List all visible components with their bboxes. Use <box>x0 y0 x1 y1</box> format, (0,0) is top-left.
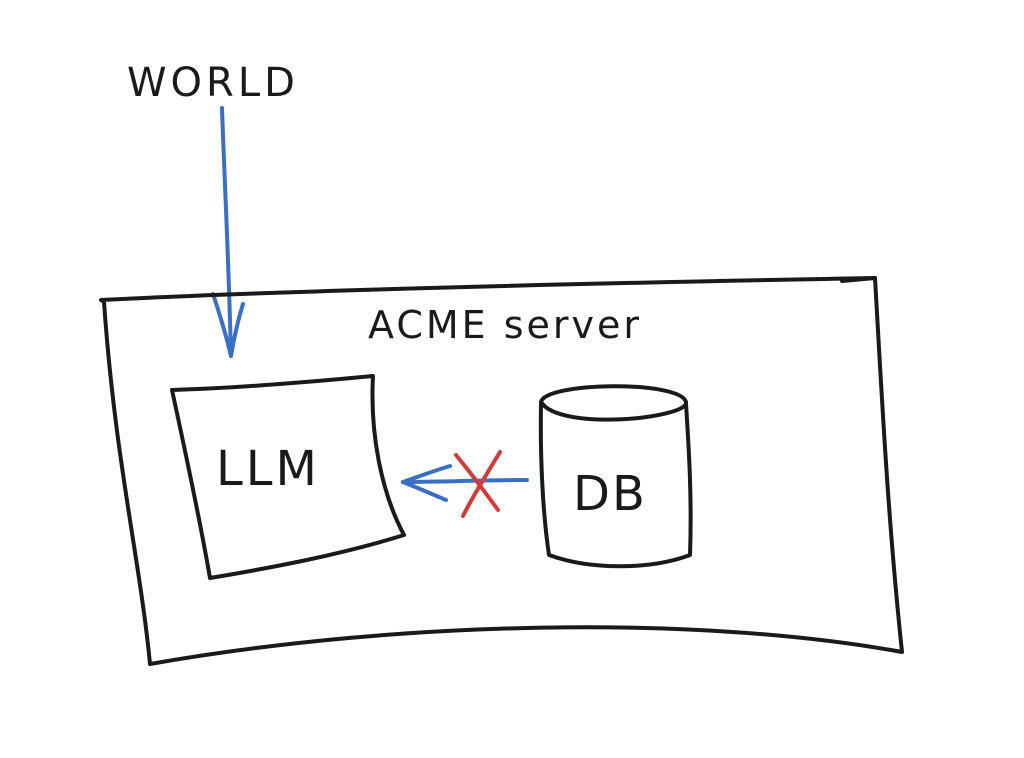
llm-label: LLM <box>216 441 320 497</box>
acme-server-box <box>99 276 904 666</box>
db-arrow-shaft <box>401 478 529 484</box>
world-label: WORLD <box>127 60 299 106</box>
cylinder-icon <box>538 384 693 569</box>
world-arrow-head <box>211 292 245 358</box>
llm-box <box>170 374 406 580</box>
world-to-llm-arrow <box>211 106 245 358</box>
cross-stroke-2 <box>461 450 502 518</box>
cross-stroke-1 <box>454 453 500 512</box>
x-cross-icon <box>454 450 502 518</box>
db-cylinder-top <box>539 384 688 422</box>
db-label: DB <box>573 466 647 522</box>
db-arrow-head <box>401 464 452 502</box>
db-cylinder-body <box>538 402 693 569</box>
db-to-llm-arrow <box>401 464 529 502</box>
acme-server-label: ACME server <box>368 303 642 347</box>
world-arrow-shaft <box>220 106 233 358</box>
acme-server-box-tick <box>840 276 877 283</box>
